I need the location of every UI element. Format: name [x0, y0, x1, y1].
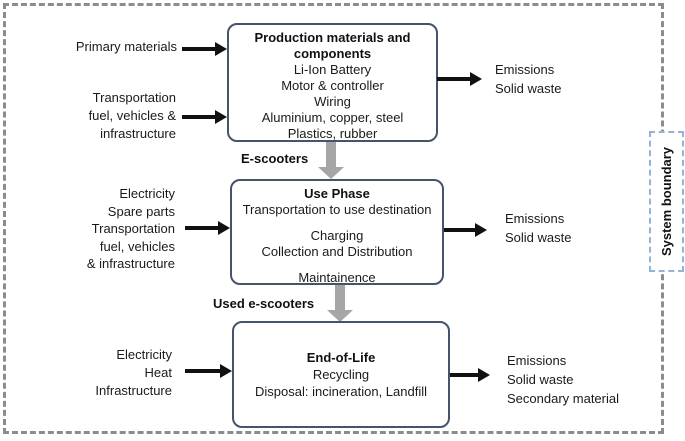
box-production-title: Production materials and components	[254, 30, 411, 61]
input-label-primary-materials: Primary materials	[75, 39, 177, 54]
system-boundary-label: System boundary	[659, 146, 674, 257]
box-production: Production materials and components Li-I…	[227, 23, 438, 142]
output-arrow-production	[437, 72, 482, 86]
output-label-end-of-life: Emissions Solid waste Secondary material	[507, 353, 619, 406]
flow-label-used-escooters: Used e-scooters	[213, 296, 315, 311]
input-arrow-primary-materials	[182, 42, 227, 56]
box-use-phase: Use Phase Transportation to use destinat…	[230, 179, 444, 285]
input-arrow-transportation-production	[182, 110, 227, 124]
output-label-production: Emissions Solid waste	[495, 62, 562, 96]
input-label-end-of-life: Electricity Heat Infrastructure	[95, 347, 172, 398]
system-boundary-tag: System boundary	[649, 131, 684, 272]
output-arrow-use-phase	[444, 223, 487, 237]
input-label-transportation-production: Transportation fuel, vehicles & infrastr…	[88, 90, 176, 141]
input-arrow-end-of-life	[185, 364, 232, 378]
box-use-phase-title: Use Phase	[304, 186, 370, 201]
input-label-use-phase: Electricity Spare parts Transportation f…	[86, 186, 175, 271]
output-arrow-end-of-life	[450, 368, 490, 382]
down-arrow-escooters	[318, 142, 344, 179]
box-end-of-life-title: End-of-Life	[306, 350, 376, 365]
down-arrow-used-escooters	[327, 285, 353, 322]
box-end-of-life: End-of-Life Recycling Disposal: incinera…	[232, 321, 450, 428]
input-arrow-use-phase	[185, 221, 230, 235]
flow-label-escooters: E-scooters	[241, 151, 309, 166]
output-label-use-phase: Emissions Solid waste	[505, 211, 572, 245]
